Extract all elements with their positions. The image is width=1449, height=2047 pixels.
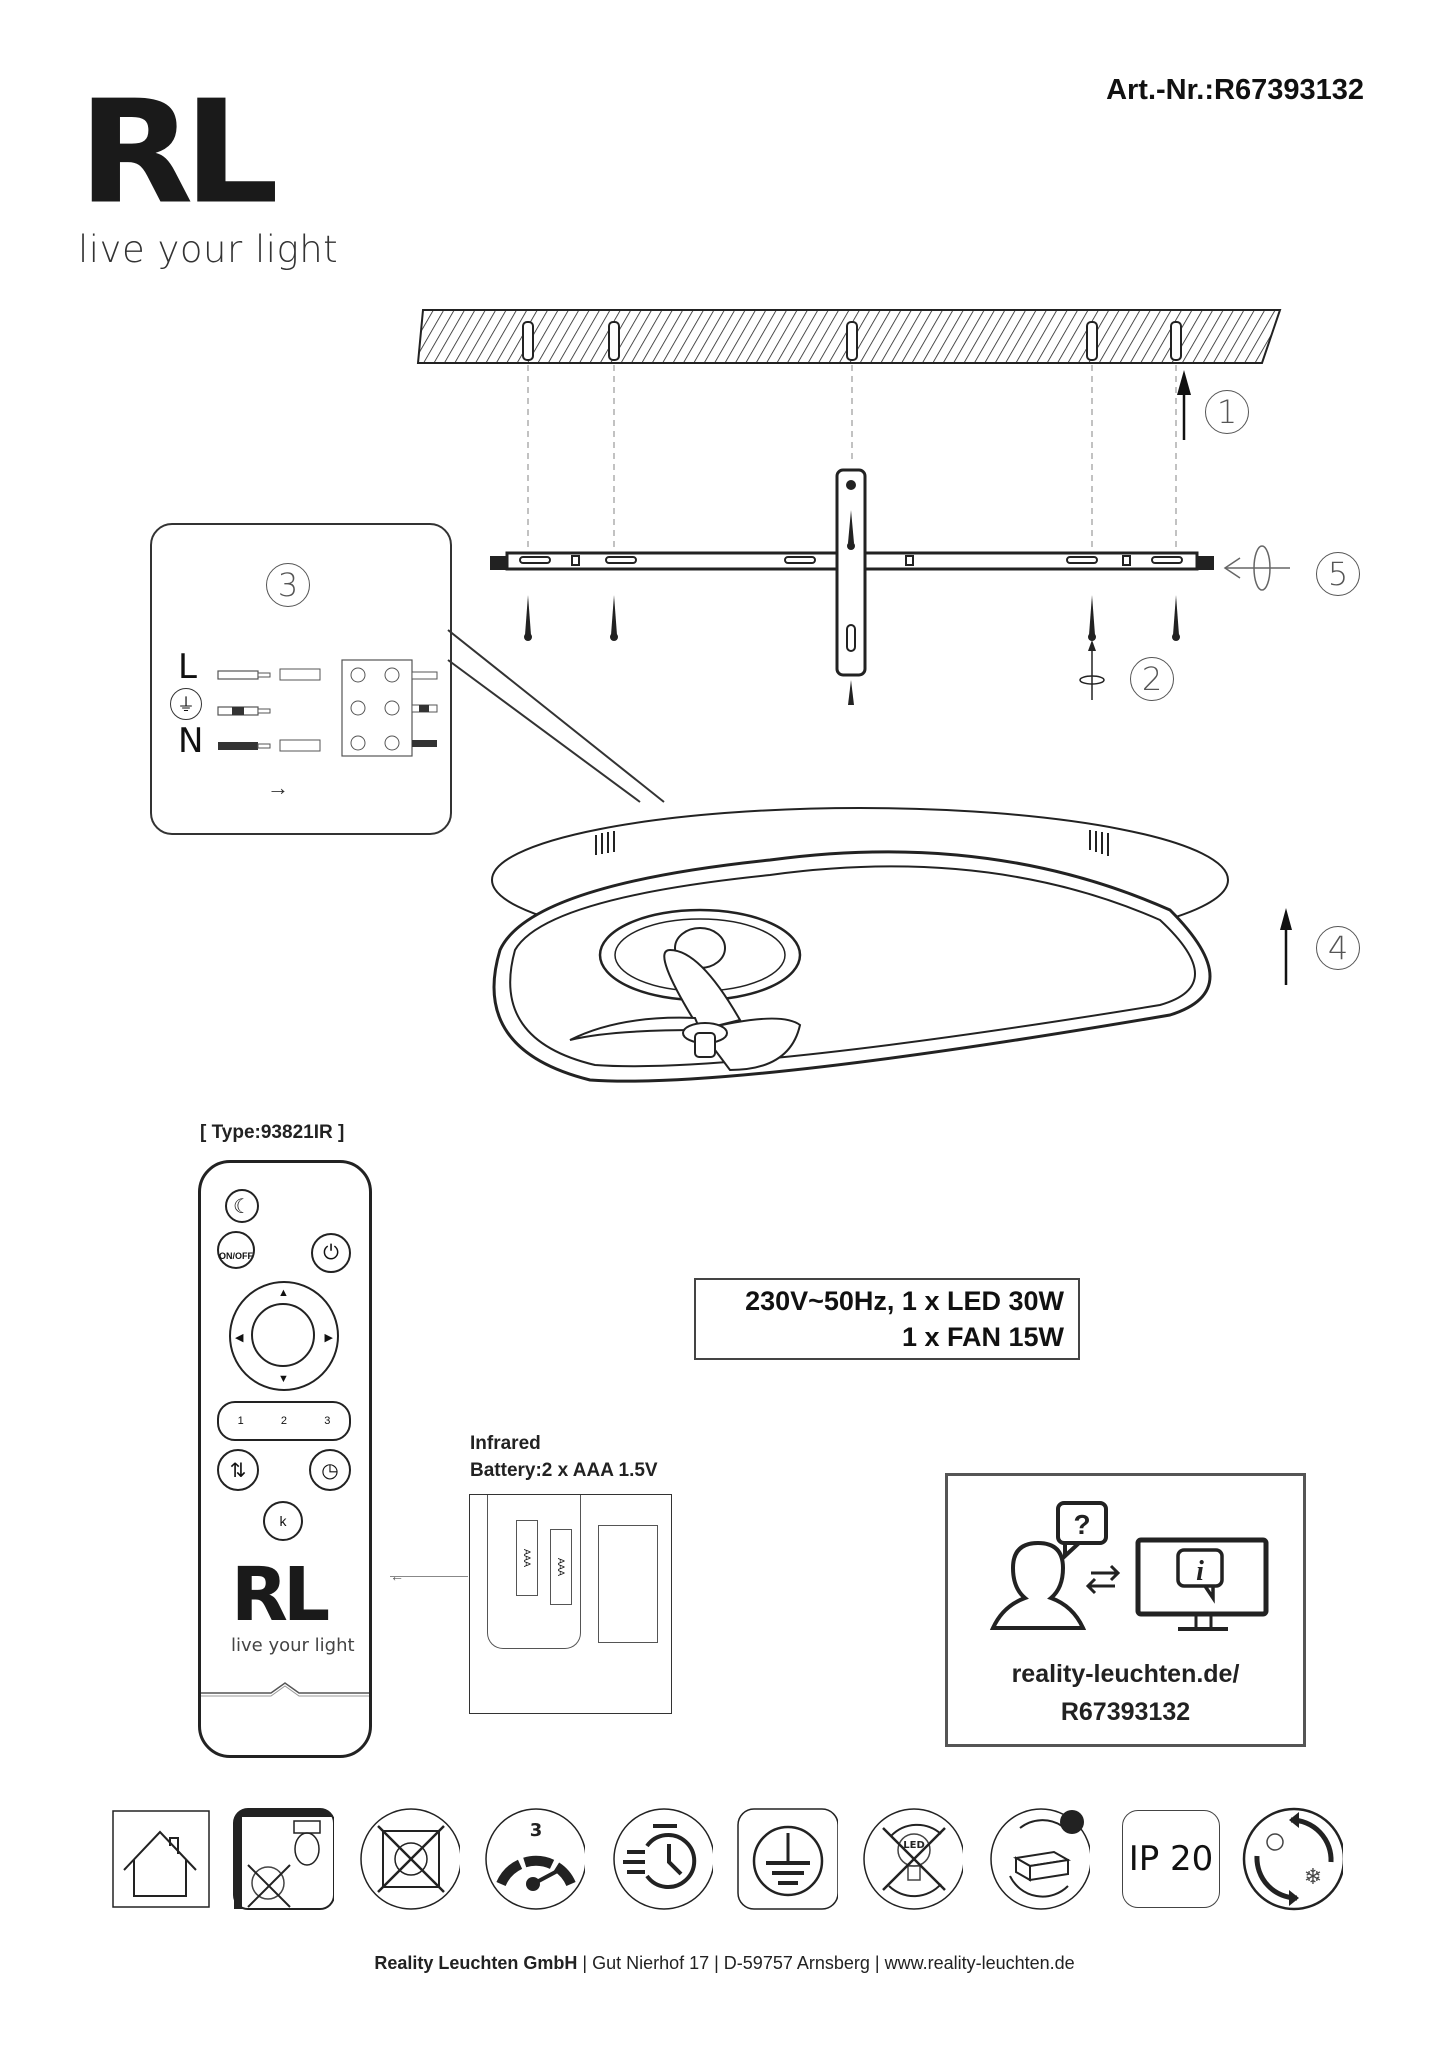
wiring-callout: 3 L ⏚ N → <box>150 523 452 835</box>
battery-cell-1: AAA <box>516 1520 538 1596</box>
brightness-up-button[interactable]: ▲ <box>278 1287 289 1299</box>
battery-pointer-line <box>390 1576 468 1577</box>
battery-cell-2: AAA <box>550 1529 572 1605</box>
cct-left-button[interactable]: ◀ <box>235 1332 244 1344</box>
electrical-specs: 230V~50Hz, 1 x LED 30W 1 x FAN 15W <box>694 1278 1080 1360</box>
footer-address: | Gut Nierhof 17 | D-59757 Arnsberg | ww… <box>582 1953 1075 1973</box>
direction-pad: ▲ ▼ ◀ ▶ <box>229 1281 339 1391</box>
light-power-button[interactable]: ⏻ <box>311 1233 351 1273</box>
footer-company: Reality Leuchten GmbH <box>374 1953 578 1973</box>
ip-rating-icon: IP 20 <box>1120 1808 1222 1910</box>
step-3-marker: 3 <box>266 563 310 607</box>
remote-logo: RL <box>231 1552 330 1638</box>
wire-label-live: L <box>178 647 197 687</box>
wire-label-neutral: N <box>178 721 204 761</box>
battery-info: Infrared Battery:2 x AAA 1.5V <box>470 1430 658 1484</box>
fan-direction-button[interactable]: ⇅ <box>217 1449 259 1491</box>
fan-speed-1-button[interactable]: 1 <box>237 1415 244 1427</box>
fan-speed-2-button[interactable]: 2 <box>280 1415 288 1427</box>
cct-right-button[interactable]: ▶ <box>324 1332 333 1344</box>
step-2-marker: 2 <box>1130 657 1174 701</box>
pointer-arrow-icon: ← <box>390 1568 404 1584</box>
spec-line-1: 230V~50Hz, 1 x LED 30W <box>745 1286 1064 1316</box>
ceiling-fan-light-diagram <box>491 807 1292 1083</box>
fan-speeds-icon: 3 <box>483 1808 585 1910</box>
fan-on-off-button[interactable]: ON/OFF <box>217 1231 255 1269</box>
direction-arrow-icon: → <box>267 775 289 800</box>
color-temperature-button[interactable]: k <box>263 1501 303 1541</box>
indoor-use-icon <box>110 1808 212 1910</box>
remote-tagline: live your light <box>231 1635 355 1656</box>
night-mode-button[interactable]: ☾ <box>225 1189 259 1223</box>
led-not-replaceable-icon: LED <box>861 1808 963 1910</box>
ground-icon: ⏚ <box>170 688 202 720</box>
terminal-block-icon <box>217 659 438 757</box>
center-button[interactable] <box>251 1303 315 1367</box>
footer: Reality Leuchten GmbH | Gut Nierhof 17 |… <box>0 1953 1449 1974</box>
step-4-marker: 4 <box>1316 926 1360 970</box>
svg-text:3: 3 <box>530 1820 543 1841</box>
mounting-bracket-diagram <box>416 309 1290 705</box>
fan-speed-3-button[interactable]: 3 <box>324 1415 331 1427</box>
user-to-website-icon: ? i <box>989 1501 1269 1631</box>
protection-class-1-icon <box>736 1808 838 1910</box>
brand-tagline: live your light <box>78 228 339 271</box>
question-icon: ? <box>1073 1509 1090 1540</box>
svg-text:LED: LED <box>903 1840 925 1851</box>
step-1-marker: 1 <box>1205 390 1249 434</box>
driver-replaceable-by-professional-icon <box>988 1808 1090 1910</box>
info-icon: i <box>1196 1556 1204 1587</box>
svg-text:❄: ❄ <box>1304 1864 1322 1889</box>
remote-type-label: [ Type:93821IR ] <box>200 1122 345 1143</box>
timer-button[interactable]: ◷ <box>309 1449 351 1491</box>
battery-spec: Battery:2 x AAA 1.5V <box>470 1460 658 1481</box>
remote-back <box>487 1495 581 1649</box>
online-info-box: ? i reality-leuchten.de/ R67393132 <box>945 1473 1306 1747</box>
ceiling-mount-only-icon <box>232 1808 334 1910</box>
article-number: Art.-Nr.:R67393132 <box>1106 74 1364 106</box>
remote-control: ☾ ON/OFF ⏻ ▲ ▼ ◀ ▶ 1 2 3 ⇅ ◷ k RL live y… <box>198 1160 372 1758</box>
battery-cover-seam <box>201 1682 369 1697</box>
battery-compartment: AAA AAA <box>469 1494 672 1714</box>
step-5-marker: 5 <box>1316 552 1360 596</box>
timer-icon <box>611 1808 713 1910</box>
no-dimmer-icon <box>358 1808 460 1910</box>
safety-symbols: 3 LED IP 20 ❄ <box>108 1807 1368 1918</box>
battery-type: Infrared <box>470 1433 541 1454</box>
brightness-down-button[interactable]: ▼ <box>278 1373 289 1385</box>
info-url-line-2: R67393132 <box>1060 1698 1191 1726</box>
summer-winter-mode-icon: ❄ <box>1241 1807 1343 1911</box>
fan-speed-group: 1 2 3 <box>217 1401 351 1441</box>
callout-pointer <box>447 629 665 803</box>
brand-logo: RL <box>78 70 279 236</box>
spec-line-2: 1 x FAN 15W <box>901 1322 1064 1352</box>
battery-cover <box>598 1525 658 1643</box>
info-url-line-1: reality-leuchten.de/ <box>1011 1660 1240 1688</box>
